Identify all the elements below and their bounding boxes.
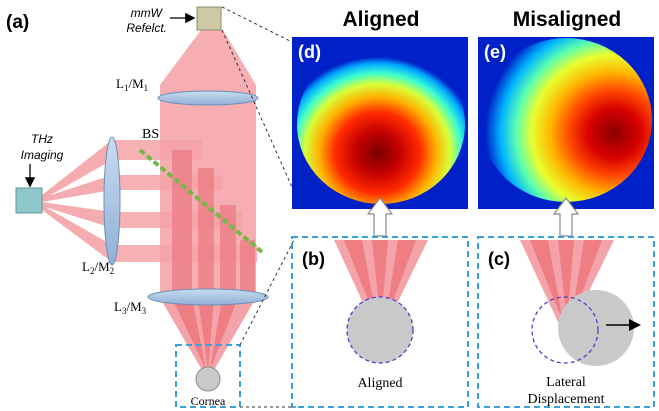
thz-label-line1: THz [31, 132, 53, 146]
mmw-label-line1: mmW [131, 6, 164, 20]
heatmap-aligned-spot [297, 44, 465, 204]
panel-b-caption: Aligned [357, 376, 402, 391]
panel-c-misaligned-detail: (c) Lateral Displacement [477, 236, 655, 408]
lens-l2-label: L2/M2 [82, 259, 114, 276]
cornea-label: Cornea [191, 394, 226, 408]
lens-l3 [147, 288, 269, 306]
panel-d-label: (d) [298, 42, 321, 62]
thz-beam-band-2 [112, 175, 222, 190]
converging-stripe-2 [198, 298, 214, 370]
thz-detector [15, 187, 43, 214]
heading-aligned: Aligned [343, 8, 420, 31]
panel-b-label: (b) [302, 249, 325, 269]
panel-b-reference-circle [346, 296, 414, 364]
up-arrow-misaligned [552, 197, 580, 237]
panel-a-label: (a) [6, 12, 29, 33]
panel-c-displaced-cornea [558, 290, 634, 366]
reflected-stripe-1 [172, 150, 192, 295]
heading-misaligned: Misaligned [513, 8, 622, 31]
panel-b-box [291, 236, 469, 408]
zoom-line-lower [239, 235, 297, 346]
panel-c-beam-stripe-2 [558, 240, 574, 322]
panel-e-label: (e) [484, 42, 506, 62]
panel-c-reference-circle [531, 296, 599, 364]
panel-c-label: (c) [488, 249, 510, 269]
beam-path-group [42, 30, 257, 370]
mmw-label-line2: Refelct. [126, 21, 167, 35]
converging-stripe-3 [210, 298, 238, 370]
panel-c-box [477, 236, 655, 408]
heatmap-misaligned: (e) [478, 37, 654, 209]
lens-l1 [157, 90, 259, 106]
panel-b-beam-stripe-2 [372, 240, 388, 322]
thz-beam-upper [42, 140, 112, 200]
lens-l2 [103, 136, 121, 266]
cornea-circle [195, 366, 221, 392]
heatmap-aligned: (d) [292, 37, 468, 209]
panel-b-aligned-detail: (b) Aligned [291, 236, 469, 408]
zoom-line-upper [221, 29, 301, 206]
thz-beam-mid-upper [42, 175, 112, 202]
panel-c-beam-stripe-1 [530, 240, 563, 322]
up-arrow-aligned [366, 197, 394, 237]
panel-c-caption-line1: Lateral [546, 375, 586, 390]
bs-label: BS [142, 127, 159, 142]
panel-b-cornea [347, 297, 413, 363]
thz-beam-lower [42, 205, 112, 262]
converging-stripe-1 [172, 298, 206, 370]
mmw-reflector [196, 6, 222, 31]
reflected-stripe-4 [240, 240, 255, 295]
thz-label-line2: Imaging [21, 148, 64, 162]
reflected-stripe-3 [220, 205, 236, 295]
cornea-zoom-box [175, 344, 241, 408]
lens-l3-label: L3/M3 [114, 299, 147, 316]
zoom-line-top [221, 6, 293, 43]
heatmap-misaligned-spot [480, 38, 652, 202]
thz-beam-mid-lower [42, 202, 112, 228]
panel-c-caption-line2: Displacement [528, 392, 605, 407]
reflected-stripe-2 [198, 168, 214, 295]
lens-l1-label: L1/M1 [116, 76, 148, 93]
